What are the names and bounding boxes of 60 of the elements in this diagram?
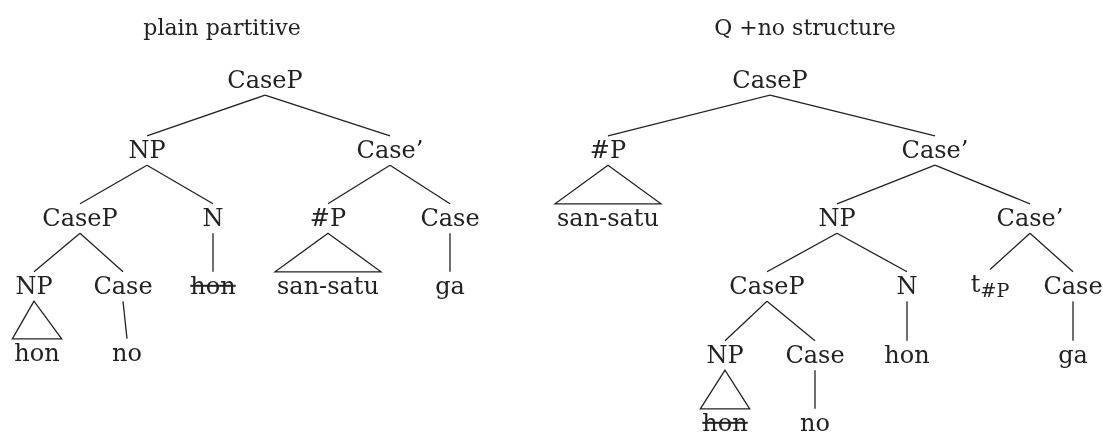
- tree-branch: [33, 232, 81, 273]
- tree-branch: [989, 232, 1031, 271]
- tree-node-label: Case: [93, 272, 153, 300]
- tree-node-label: hon: [14, 339, 60, 367]
- tree-node-label: NP: [128, 136, 166, 164]
- tree-node-label: N: [896, 272, 918, 300]
- tree-branch: [146, 164, 214, 205]
- tree-node-label: CaseP: [732, 66, 808, 94]
- tree-node-label: NP: [706, 341, 744, 369]
- tree-branch: [766, 232, 838, 273]
- tree-node-label: t$_{#P}$: [970, 270, 1010, 302]
- tree-branch: [607, 94, 771, 137]
- tree-node-label: N: [202, 204, 224, 232]
- tree-node-label: san-satu: [557, 204, 659, 232]
- tree-branch: [79, 232, 124, 273]
- tree-node-label: NP: [15, 272, 53, 300]
- tree-node-label: CaseP: [42, 204, 118, 232]
- tree-branch: [327, 164, 391, 205]
- tree-node-label: ga: [1058, 341, 1088, 369]
- triangle-branch: [273, 232, 383, 273]
- tree-branch: [1072, 300, 1074, 342]
- triangle-branch: [553, 164, 663, 205]
- tree-branch: [264, 94, 391, 137]
- tree-node-label: Case’: [356, 136, 424, 164]
- tree-node-label: Case’: [901, 136, 969, 164]
- tree-branch: [79, 164, 148, 205]
- tree-branch: [836, 164, 936, 205]
- tree-branch: [212, 232, 214, 273]
- tree-branch: [1029, 232, 1074, 273]
- tree-node-label: Case: [785, 341, 845, 369]
- tree-branch: [724, 300, 768, 342]
- tree-node-label: Case: [1043, 272, 1103, 300]
- tree-node-label: CaseP: [227, 66, 303, 94]
- tree-node-label: san-satu: [277, 272, 379, 300]
- tree-node-label: hon: [190, 272, 236, 300]
- tree-node-label: ga: [435, 272, 465, 300]
- tree-branch: [814, 369, 816, 410]
- tree-node-label: NP: [818, 204, 856, 232]
- tree-node-label: Case’: [996, 204, 1064, 232]
- tree-node-label: hon: [884, 341, 930, 369]
- tree-branch: [934, 164, 1031, 205]
- tree-branch: [836, 232, 908, 273]
- tree-node-label: hon: [702, 409, 748, 437]
- tree-heading: Q +no structure: [714, 14, 896, 40]
- tree-heading: plain partitive: [143, 14, 301, 40]
- tree-node-label: no: [112, 339, 142, 367]
- tree-branch: [769, 94, 936, 137]
- tree-branch: [449, 232, 451, 273]
- tree-node-label: #P: [309, 204, 347, 232]
- tree-node-label: no: [800, 409, 830, 437]
- tree-branch: [146, 94, 266, 137]
- tree-node-label: #P: [589, 136, 627, 164]
- tree-branch: [122, 300, 128, 340]
- tree-branch: [766, 300, 816, 342]
- tree-branch: [906, 300, 908, 342]
- tree-node-label: CaseP: [729, 272, 805, 300]
- triangle-branch: [699, 369, 751, 410]
- triangle-branch: [11, 300, 63, 340]
- tree-node-label: Case: [420, 204, 480, 232]
- tree-branch: [389, 164, 451, 205]
